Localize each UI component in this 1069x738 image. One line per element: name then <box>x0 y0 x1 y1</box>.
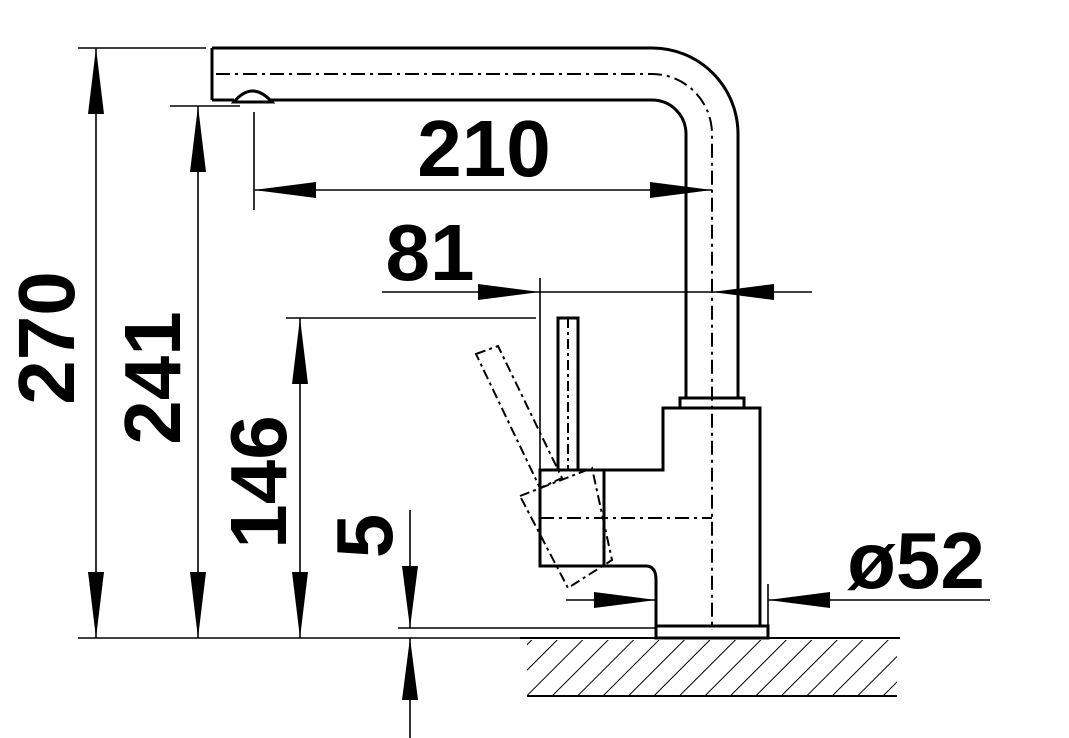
dimension-label-210: 210 <box>417 104 550 193</box>
lever-tilted-position <box>474 344 614 590</box>
dimension-label-270: 270 <box>2 271 91 404</box>
countertop <box>520 637 900 697</box>
dimension-label-5: 5 <box>320 514 409 559</box>
dimension-81: 81 <box>382 208 812 300</box>
dimension-5: 5 <box>320 510 418 738</box>
dimension-210: 210 <box>254 104 712 198</box>
dimension-241: 241 <box>108 106 206 638</box>
dimension-label-241: 241 <box>108 311 197 444</box>
dimension-label-52: ø52 <box>847 516 985 605</box>
dimension-270: 270 <box>2 48 104 638</box>
dimension-diameter-52: ø52 <box>566 516 990 608</box>
dimension-146: 146 <box>214 318 308 638</box>
extension-lines <box>78 47 769 639</box>
center-lines <box>216 73 713 630</box>
dimension-label-81: 81 <box>386 208 475 297</box>
dimension-label-146: 146 <box>214 415 303 548</box>
